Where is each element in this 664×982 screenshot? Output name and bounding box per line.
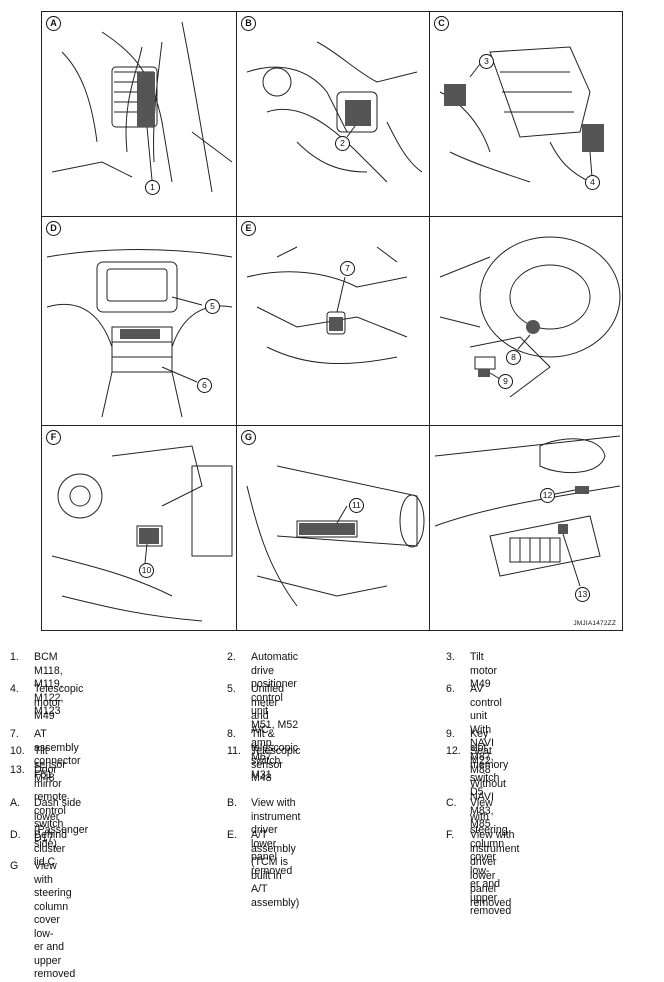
figure-code: JMJIA1472ZZ [573, 620, 616, 627]
panel-divider [42, 425, 622, 426]
callout-marker: 4 [585, 175, 600, 190]
panel-letter: G [241, 430, 256, 445]
panel-door-trim: 12 13 [430, 426, 624, 631]
steering-column-view-drawing [246, 465, 425, 607]
panel-d: D 5 6 [42, 217, 236, 425]
cluster-lid-drawing [46, 249, 233, 418]
panel-letter: B [241, 16, 256, 31]
panel-divider [236, 12, 237, 630]
callout-marker: 3 [479, 54, 494, 69]
callout-marker: 8 [506, 350, 521, 365]
callout-marker: 2 [335, 136, 350, 151]
callout-marker: 11 [349, 498, 364, 513]
panel-e: E 7 [237, 217, 429, 425]
instrument-lower-view-drawing [51, 445, 233, 622]
steering-wheel-drawing [439, 236, 621, 398]
component-location-figure: A 1 B 2 [41, 11, 623, 631]
panel-letter: F [46, 430, 61, 445]
panel-g: G 11 [237, 426, 429, 631]
panel-letter: E [241, 221, 256, 236]
callout-marker: 13 [575, 587, 590, 602]
panel-letter: C [434, 16, 449, 31]
at-assembly-drawing [246, 246, 408, 365]
panel-steering-switch: 8 9 [430, 217, 624, 425]
dash-side-lower-drawing [51, 21, 233, 193]
panel-a: A 1 [42, 12, 236, 216]
callout-marker: 9 [498, 374, 513, 389]
panel-c: C 3 4 [430, 12, 624, 216]
panel-divider [42, 216, 622, 217]
panel-letter: D [46, 221, 61, 236]
callout-marker: 12 [540, 488, 555, 503]
callout-marker: 7 [340, 261, 355, 276]
panel-letter: A [46, 16, 61, 31]
panel-divider [429, 12, 430, 630]
callout-marker: 6 [197, 378, 212, 393]
panel-f: F 10 [42, 426, 236, 631]
panel-b: B 2 [237, 12, 429, 216]
door-trim-drawing [434, 435, 621, 587]
callout-marker: 1 [145, 180, 160, 195]
steering-column-view-drawing [439, 46, 604, 183]
instrument-lower-view-drawing [246, 41, 423, 183]
callout-marker: 10 [139, 563, 154, 578]
callout-marker: 5 [205, 299, 220, 314]
